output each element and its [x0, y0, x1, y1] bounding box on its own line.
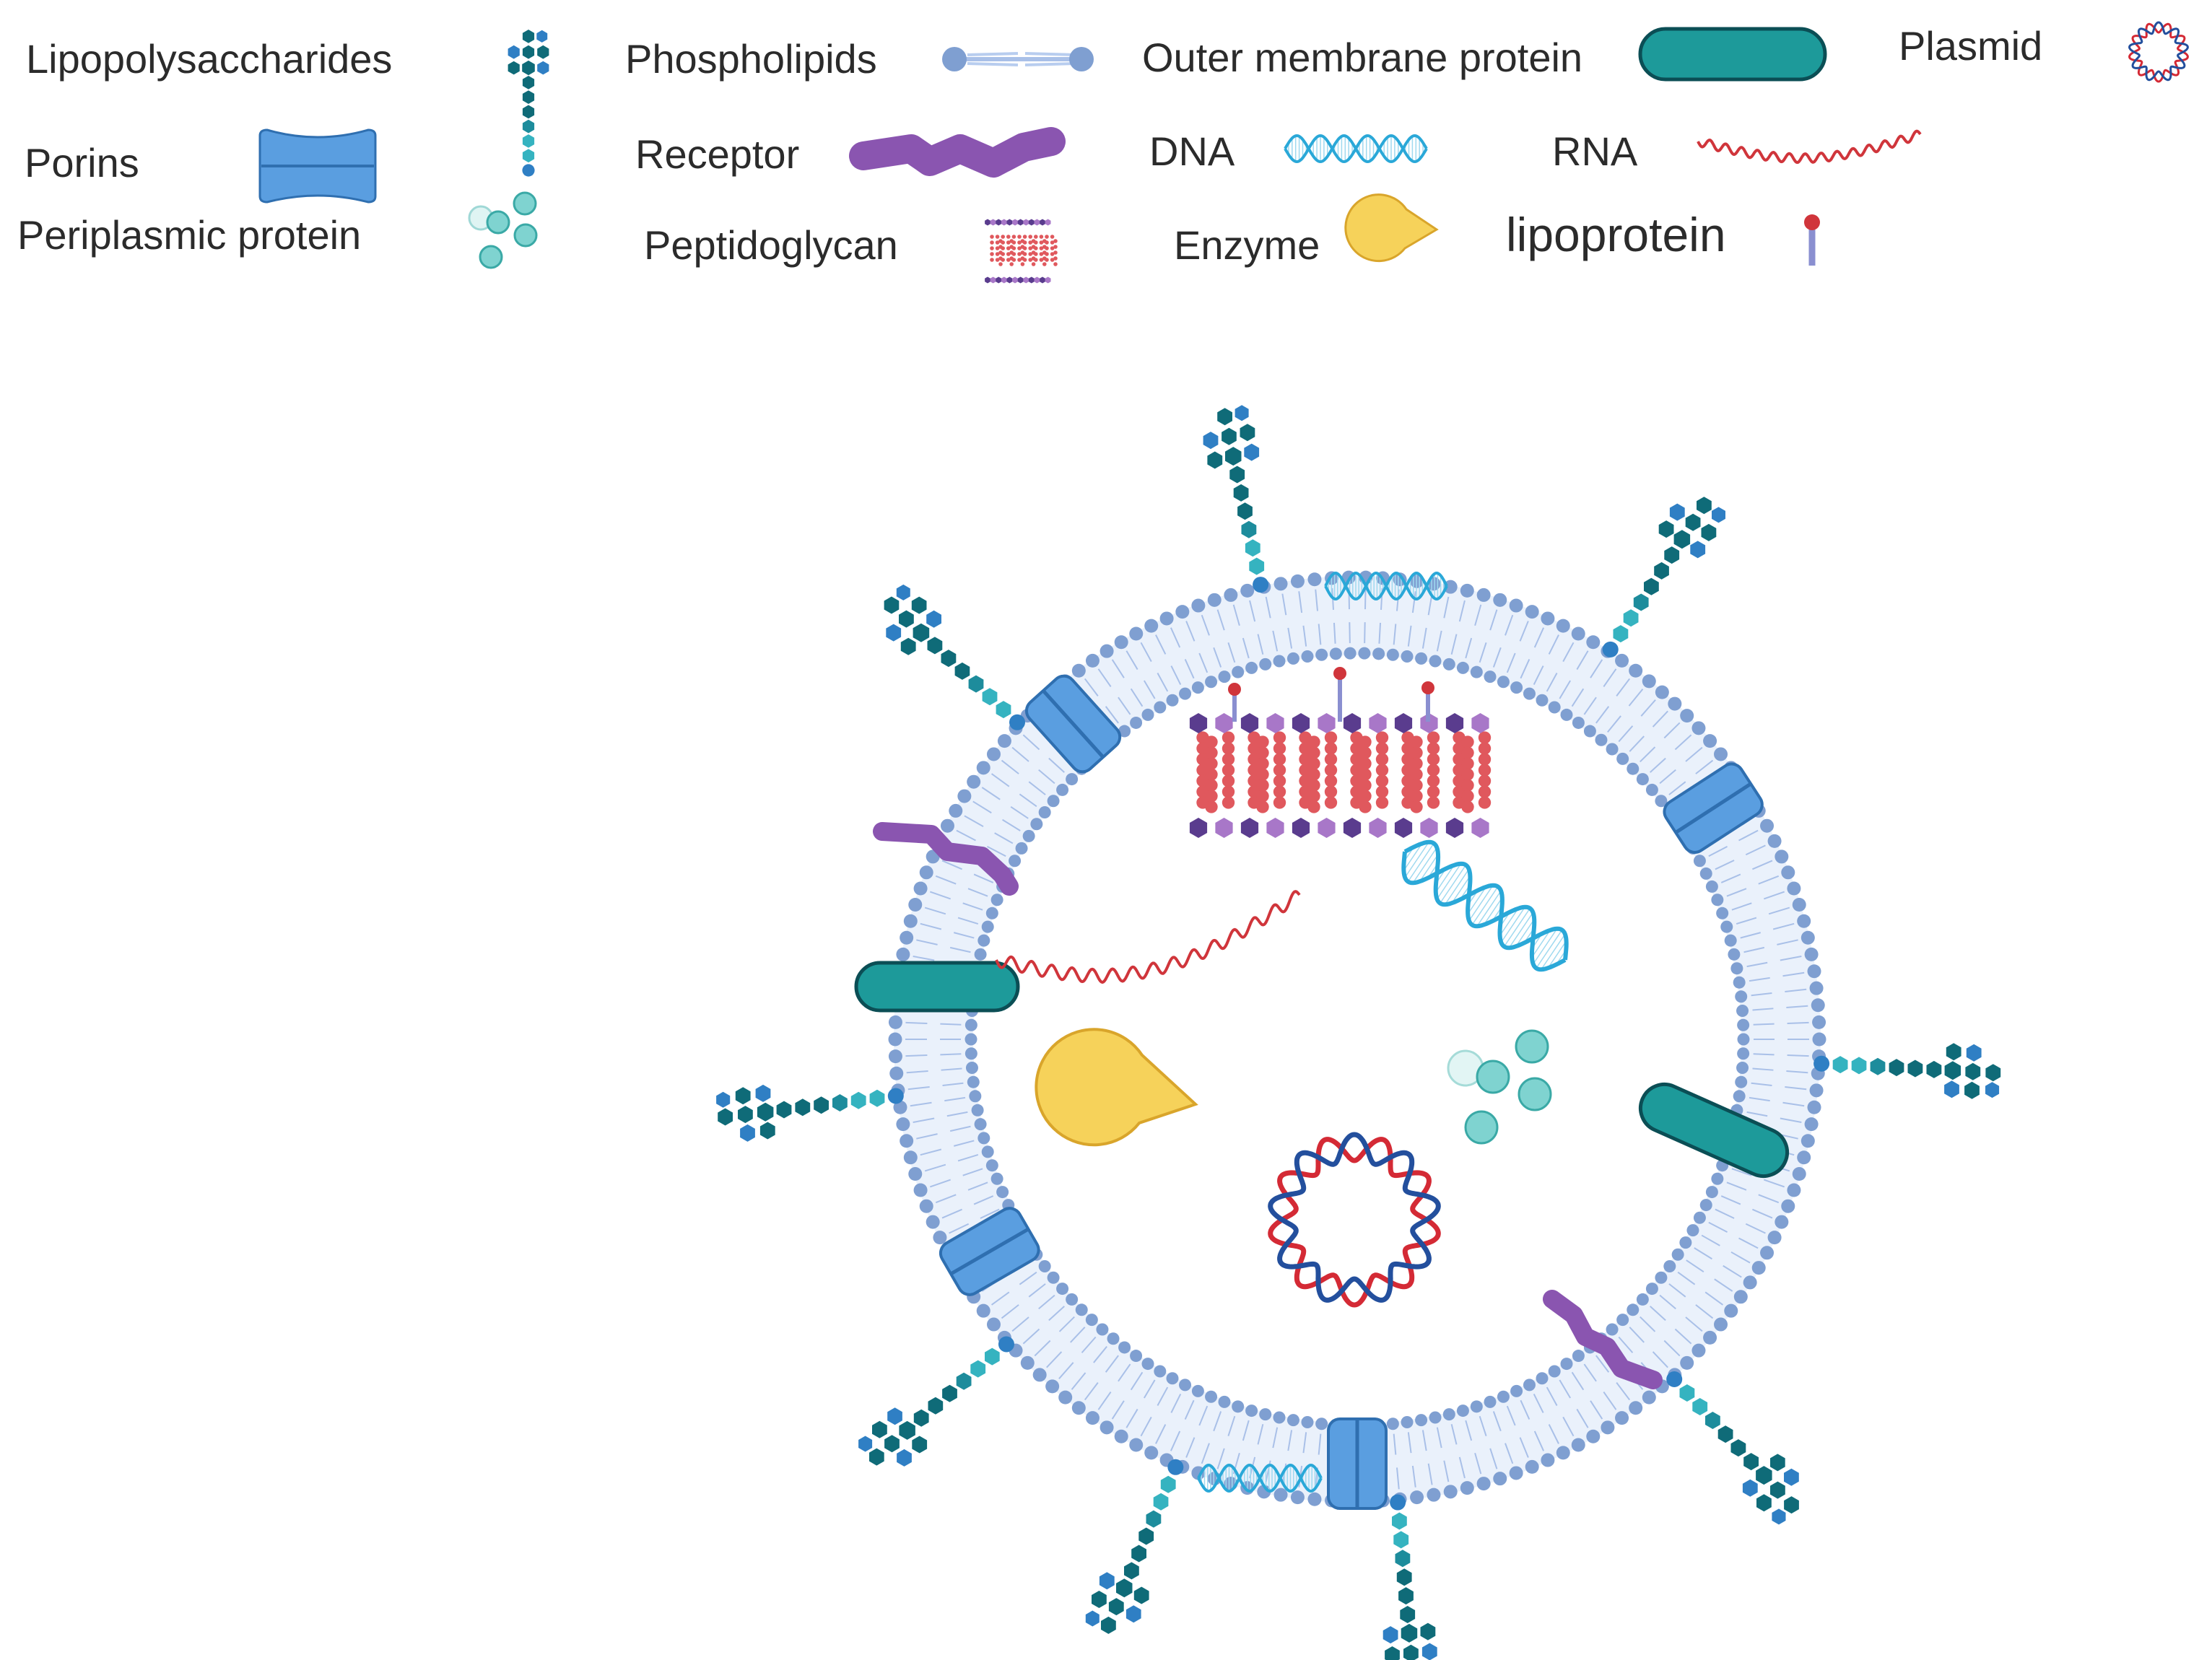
- lipopolysaccharide-chains: [716, 405, 2001, 1660]
- legend-label-phospholipids: Phospholipids: [625, 36, 877, 82]
- rna-legend-icon: [1697, 129, 1922, 165]
- outer-membrane-proteins-group: [854, 961, 1790, 1179]
- plasmid-legend-icon: [2128, 21, 2189, 83]
- peptidoglycan-legend-icon: [985, 219, 1058, 284]
- lipoproteins-group: [1228, 667, 1434, 722]
- legend-label-lipoprotein: lipoprotein: [1506, 208, 1726, 261]
- lipoprotein-legend-icon: [1804, 214, 1820, 266]
- receptors-group: [873, 822, 1663, 1389]
- legend-label-receptor: Receptor: [635, 131, 800, 177]
- rna-strand: [995, 890, 1301, 984]
- plasmid-ring: [1268, 1132, 1441, 1308]
- legend-label-periplasmic-protein: Periplasmic protein: [17, 212, 362, 258]
- peptidoglycan-block: [1189, 713, 1492, 838]
- enzyme-shape: [1035, 1028, 1198, 1147]
- periplasmic-proteins: [1447, 1029, 1552, 1145]
- dna-helices: [1197, 571, 1569, 1493]
- phospholipid-legend-icon: [942, 47, 1094, 71]
- dna-legend-icon: [1284, 134, 1428, 164]
- legend-label-enzyme: Enzyme: [1174, 222, 1320, 268]
- periplasmic-protein-legend-icon: [468, 191, 538, 269]
- legend-label-lipopolysaccharides: Lipopolysaccharides: [26, 36, 393, 82]
- legend-label-rna: RNA: [1552, 128, 1638, 174]
- legend-label-porins: Porins: [25, 140, 139, 185]
- enzyme-legend-icon: [1344, 193, 1439, 263]
- porin-legend-icon: [258, 128, 377, 204]
- lipopolysaccharide-legend-icon: [508, 30, 549, 177]
- legend-label-peptidoglycan: Peptidoglycan: [644, 222, 898, 268]
- legend-label-dna: DNA: [1149, 128, 1235, 174]
- outer-membrane-protein-legend-icon: [1638, 27, 1827, 82]
- legend-label-plasmid: Plasmid: [1899, 23, 2043, 69]
- legend-label-outer-membrane-protein: Outer membrane protein: [1142, 35, 1583, 80]
- porins-group: [939, 674, 1764, 1510]
- receptor-legend-icon: [849, 127, 1066, 178]
